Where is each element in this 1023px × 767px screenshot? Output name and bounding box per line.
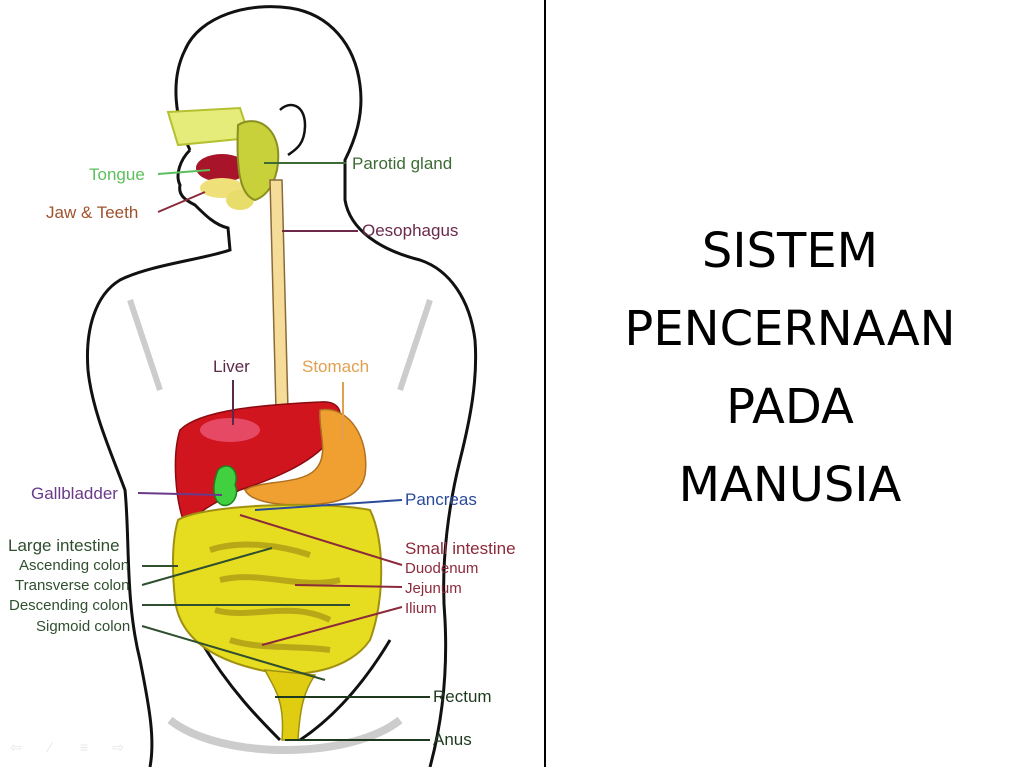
label-descending-colon: Descending colon [9, 597, 129, 614]
label-liver: Liver [213, 357, 250, 376]
title-line-4: MANUSIA [678, 457, 902, 513]
digestive-system-diagram: Tongue Jaw & Teeth Parotid gland Oesopha… [8, 5, 516, 767]
slideshow-controls: ⇦ ∕ ≡ ⇨ [6, 738, 128, 756]
label-tongue: Tongue [89, 165, 145, 184]
label-transverse-colon: Transverse colon [15, 577, 130, 594]
label-jaw-teeth: Jaw & Teeth [46, 203, 139, 222]
label-sigmoid-colon: Sigmoid colon [36, 618, 131, 635]
vertical-divider [544, 0, 546, 767]
label-duodenum: Duodenum [405, 560, 479, 577]
label-anus: Anus [433, 730, 472, 749]
body-illustration [86, 5, 478, 767]
menu-icon[interactable]: ≡ [79, 739, 89, 755]
label-gallbladder: Gallbladder [31, 484, 118, 503]
label-large-intestine: Large intestine [8, 536, 120, 555]
label-pancreas: Pancreas [405, 490, 477, 509]
label-jejunum: Jejunum [405, 580, 462, 597]
label-parotid-gland: Parotid gland [352, 154, 453, 173]
slide-title: SISTEM PENCERNAAN PADA MANUSIA [560, 212, 1020, 524]
label-ascending-colon: Ascending colon [19, 557, 130, 574]
next-arrow-icon[interactable]: ⇨ [112, 738, 124, 755]
label-oesophagus: Oesophagus [362, 221, 459, 240]
label-rectum: Rectum [433, 687, 492, 706]
title-line-2: PENCERNAAN [624, 301, 956, 357]
label-small-intestine: Small intestine [405, 539, 516, 558]
pen-icon[interactable]: ∕ [48, 739, 52, 755]
label-ilium: Ilium [405, 600, 437, 617]
previous-arrow-icon[interactable]: ⇦ [10, 738, 22, 755]
label-stomach: Stomach [302, 357, 370, 376]
title-line-3: PADA [726, 379, 854, 435]
title-line-1: SISTEM [701, 223, 879, 279]
